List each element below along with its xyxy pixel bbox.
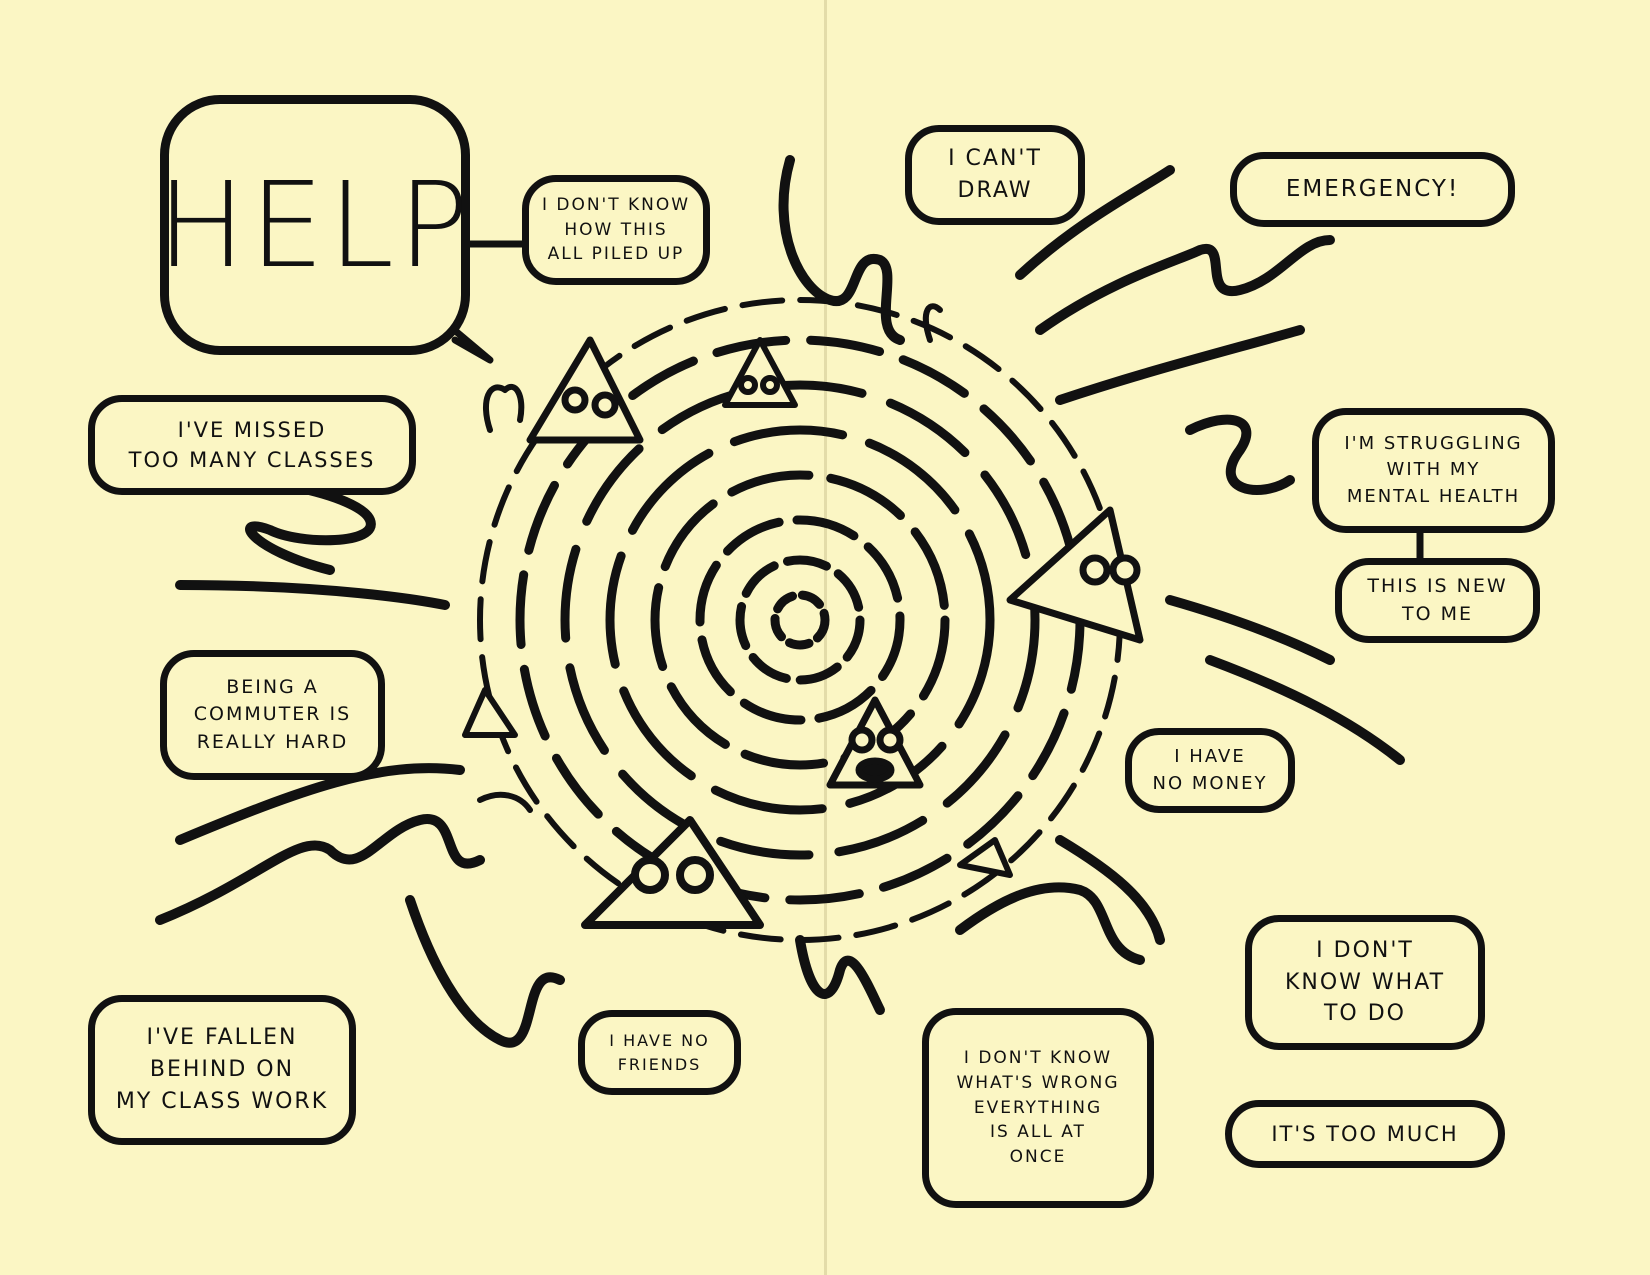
no-money-bubble: I HAVE NO MONEY: [1125, 728, 1295, 813]
triangle-character-icon: [957, 837, 1013, 878]
whats-wrong-bubble: I DON'T KNOW WHAT'S WRONG EVERYTHING IS …: [922, 1008, 1154, 1208]
triangle-character-icon: [826, 696, 924, 789]
help-bubble: HELP: [157, 95, 470, 355]
too-much-bubble: IT'S TOO MUCH: [1225, 1100, 1505, 1168]
triangle-character-icon: [462, 687, 518, 738]
emergency-bubble: EMERGENCY!: [1230, 152, 1515, 227]
no-friends-bubble: I HAVE NO FRIENDS: [578, 1010, 741, 1095]
triangle-character-icon: [1006, 506, 1144, 644]
dont-know-what-to-do-bubble: I DON'T KNOW WHAT TO DO: [1245, 915, 1485, 1050]
page-fold-gutter: [824, 0, 827, 1275]
burst-strokes: [155, 155, 1405, 1048]
triangle-character-icon: [581, 816, 764, 929]
triangle-character-icon: [722, 337, 798, 408]
piled-up-bubble: I DON'T KNOW HOW THIS ALL PILED UP: [522, 175, 710, 285]
new-to-me-bubble: THIS IS NEW TO ME: [1335, 558, 1540, 643]
cant-draw-bubble: I CAN'T DRAW: [905, 125, 1085, 225]
commuter-bubble: BEING A COMMUTER IS REALLY HARD: [160, 650, 385, 780]
mental-health-bubble: I'M STRUGGLING WITH MY MENTAL HEALTH: [1312, 408, 1555, 533]
missed-classes-bubble: I'VE MISSED TOO MANY CLASSES: [88, 395, 416, 495]
waving-hand-icon: [477, 303, 943, 813]
fallen-behind-bubble: I'VE FALLEN BEHIND ON MY CLASS WORK: [88, 995, 356, 1145]
triangle-character-icon: [526, 336, 644, 444]
